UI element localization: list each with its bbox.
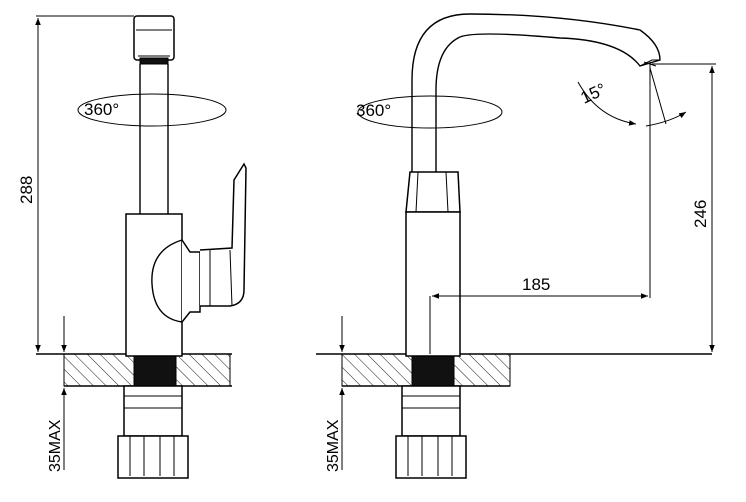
rotation-label-right: 360°	[356, 101, 391, 120]
tilt-annotation	[577, 62, 687, 298]
tilt-label: 15°	[578, 80, 609, 108]
lever-handle-left	[199, 162, 247, 307]
dimension-288	[35, 15, 134, 352]
left-view: 360° 288 35MAX	[17, 15, 247, 479]
body-left	[125, 213, 183, 357]
spout-tube-left	[139, 64, 169, 214]
countertop-right	[316, 353, 712, 387]
dimension-label-35max-left: 35MAX	[47, 419, 64, 472]
spout-right	[411, 13, 661, 172]
dimension-246	[652, 63, 716, 352]
dimension-label-246: 246	[691, 200, 710, 228]
rotation-label-left: 360°	[84, 100, 119, 119]
countertop-left	[36, 353, 232, 387]
dimension-label-288: 288	[17, 176, 36, 204]
right-view: 360° 15° 185 246	[316, 13, 716, 479]
collar-right	[405, 171, 461, 213]
aerator-left	[133, 15, 175, 65]
dimension-label-185: 185	[522, 275, 550, 294]
dimension-label-35max-right: 35MAX	[325, 419, 342, 472]
body-right	[405, 211, 461, 357]
handle-connector-left	[181, 239, 201, 323]
mounting-nut-right	[395, 385, 467, 479]
mounting-nut-left	[117, 385, 189, 479]
rotation-ellipse-right	[357, 95, 503, 129]
cartridge-boss-left	[151, 239, 183, 323]
rotation-ellipse-left	[77, 93, 227, 127]
dimension-185	[429, 293, 648, 354]
